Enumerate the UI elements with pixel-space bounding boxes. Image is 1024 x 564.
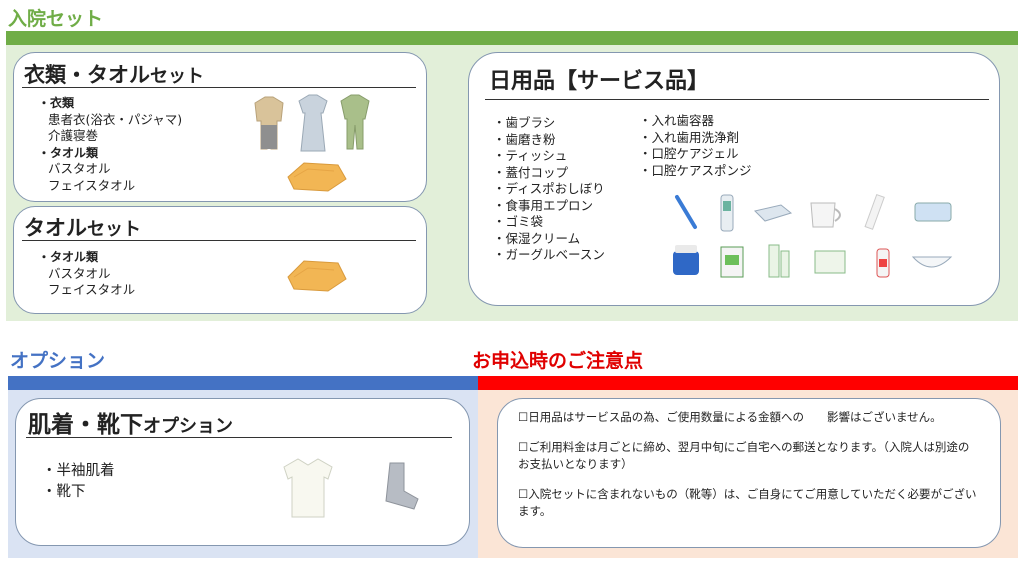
divider (485, 99, 989, 100)
list-item: ・ガーグルベースン (493, 247, 605, 262)
section-title-notes: お申込時のご注意点 (472, 350, 644, 372)
clothing-towel-list: ・衣類 患者衣(浴衣・パジャマ) 介護寝巻 ・タオル類 バスタオル フェイスタオ… (38, 95, 182, 194)
list-item: バスタオル (48, 265, 111, 281)
towel-image (287, 162, 347, 192)
list-item: ・保湿クリーム (493, 230, 581, 246)
list-item: ・蓋付コップ (493, 164, 569, 180)
notes-list: ☐日用品はサービス品の為、ご使用数量による金額への 影響はございません。 ☐ご利… (518, 409, 980, 533)
note-item: ☐ご利用料金は月ごとに締め、翌月中旬にご自宅への郵送となります。（入院人は別途の… (518, 440, 970, 471)
list-item: ・ゴミ袋 (493, 214, 544, 229)
underwear-socks-list: ・半袖肌着 ・靴下 (42, 461, 115, 503)
note-item: ☐日用品はサービス品の為、ご使用数量による金額への 影響はございません。 (518, 410, 942, 424)
list-item: フェイスタオル (48, 177, 136, 193)
divider (22, 240, 416, 241)
list-item: ・ティッシュ (493, 148, 568, 163)
daily-goods-title: 日用品【サービス品】 (489, 69, 710, 94)
daily-goods-card: 日用品【サービス品】 ・歯ブラシ ・歯磨き粉 ・ティッシュ ・蓋付コップ ・ディ… (468, 52, 1000, 306)
list-item: ・靴下 (42, 484, 86, 500)
list-item: 患者衣(浴衣・パジャマ) (48, 111, 183, 127)
list-item: ・入れ歯容器 (639, 113, 715, 128)
list-item: ・半袖肌着 (42, 463, 115, 479)
list-heading-towels: ・タオル類 (38, 145, 99, 160)
list-item: 介護寝巻 (48, 128, 99, 143)
section-title-hospital-set: 入院セット (8, 8, 104, 30)
daily-goods-list-2: ・入れ歯容器 ・入れ歯用洗浄剤 ・口腔ケアジェル ・口腔ケアスポンジ (639, 113, 752, 179)
list-heading-towels: ・タオル類 (38, 250, 99, 264)
notes-bar (478, 376, 1018, 390)
clothing-towel-card: 衣類・タオルセット ・衣類 患者衣(浴衣・パジャマ) 介護寝巻 ・タオル類 バス… (13, 52, 427, 202)
list-heading-clothing: ・衣類 (38, 96, 75, 110)
divider (26, 437, 452, 438)
list-item: バスタオル (48, 161, 111, 176)
daily-goods-images-row1 (675, 193, 952, 232)
options-bar (8, 376, 478, 390)
daily-goods-list-1: ・歯ブラシ ・歯磨き粉 ・ティッシュ ・蓋付コップ ・ディスポおしぼり ・食事用… (493, 115, 605, 264)
notes-card: ☐日用品はサービス品の為、ご使用数量による金額への 影響はございません。 ☐ご利… (497, 398, 1001, 548)
clothing-towel-title: 衣類・タオルセット (24, 63, 204, 87)
section-title-options: オプション (10, 350, 106, 372)
underwear-socks-title: 肌着・靴下オプション (28, 412, 233, 438)
list-item: ・口腔ケアスポンジ (639, 162, 752, 178)
clothing-image (254, 94, 370, 152)
underwear-socks-image (283, 458, 419, 518)
divider (22, 87, 416, 88)
list-item: ・歯ブラシ (493, 115, 556, 130)
note-item: ☐入院セットに含まれないもの（靴等）は、ご自身にてご用意していただく必要がござい… (518, 487, 977, 518)
list-item: ・食事用エプロン (493, 197, 594, 213)
list-item: フェイスタオル (48, 282, 136, 297)
towel-title: タオルセット (24, 216, 141, 240)
towel-list: ・タオル類 バスタオル フェイスタオル (38, 249, 135, 299)
list-item: ・入れ歯用洗浄剤 (639, 129, 740, 145)
list-item: ・歯磨き粉 (493, 131, 556, 147)
daily-goods-images-row2 (673, 244, 953, 278)
list-item: ・ディスポおしぼり (493, 181, 605, 196)
underwear-socks-card: 肌着・靴下オプション ・半袖肌着 ・靴下 (15, 398, 470, 546)
towel-card: タオルセット ・タオル類 バスタオル フェイスタオル (13, 206, 427, 314)
list-item: ・口腔ケアジェル (639, 146, 739, 161)
hospital-set-bar (6, 31, 1018, 45)
towel-image (287, 260, 347, 292)
